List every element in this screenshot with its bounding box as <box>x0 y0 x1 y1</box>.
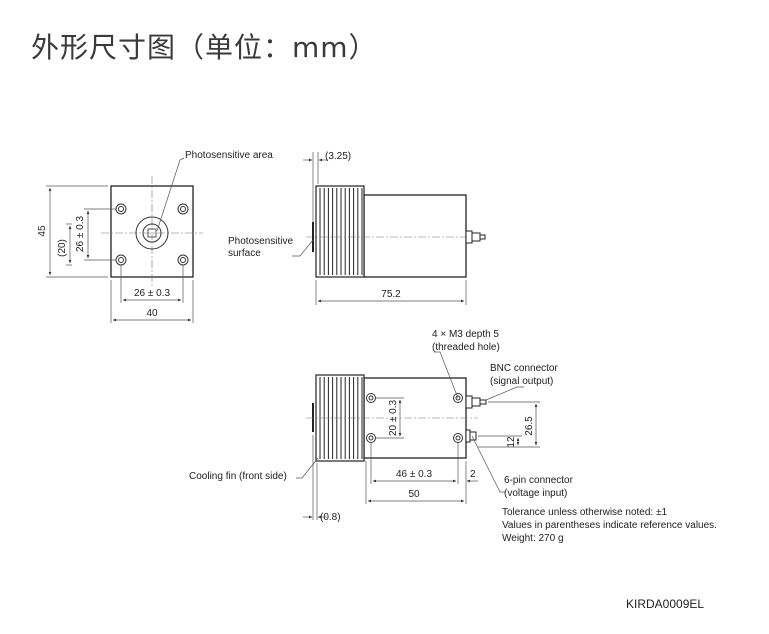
dim-fin-thickness: (0.8) <box>320 512 341 523</box>
note-reference: Values in parentheses indicate reference… <box>502 520 717 531</box>
side-body-outline <box>363 194 467 278</box>
window-outer <box>135 216 169 250</box>
window-inner <box>142 223 162 243</box>
dim-front-hole-horizontal: 26 ± 0.3 <box>134 288 171 299</box>
photosensitive-surface-label-2: surface <box>228 248 261 259</box>
dim-front-width: 40 <box>146 308 158 319</box>
dim-bottom-hole-horizontal: 46 ± 0.3 <box>396 469 433 480</box>
threaded-hole-label-1: 4 × M3 depth 5 <box>432 329 499 340</box>
page-title: 外形尺寸图（单位：mm） <box>31 31 378 64</box>
note-weight: Weight: 270 g <box>502 533 564 544</box>
dim-bottom-length: 50 <box>408 489 420 500</box>
bottom-6pin-connector <box>465 429 477 443</box>
note-tolerance: Tolerance unless otherwise noted: ±1 <box>502 507 667 518</box>
dim-connector-12: 12 <box>506 436 517 448</box>
photosensitive-area-mark <box>147 228 157 238</box>
side-view: Photosensitive surface (3.25) 75.2 <box>228 151 486 305</box>
dim-bottom-hole-vertical: 20 ± 0.3 <box>388 400 399 437</box>
dim-side-length: 75.2 <box>381 289 401 300</box>
side-bnc-connector <box>465 230 486 244</box>
photosensitive-surface-label-1: Photosensitive <box>228 236 293 247</box>
dim-front-height-ref: (20) <box>57 239 68 257</box>
notes: Tolerance unless otherwise noted: ±1 Val… <box>502 507 717 544</box>
6pin-connector-label-2: (voltage input) <box>504 488 567 499</box>
dim-connector-26-5: 26.5 <box>524 416 535 436</box>
photosensitive-area-label: Photosensitive area <box>185 150 273 161</box>
threaded-hole-label-2: (threaded hole) <box>432 342 500 353</box>
dim-bottom-offset: 2 <box>470 469 476 480</box>
bottom-view: 20 ± 0.3 46 ± 0.3 2 50 12 26.5 4 × M3 de… <box>189 329 574 523</box>
front-view: Photosensitive area 45 (20) 26 ± 0.3 26 … <box>37 150 273 323</box>
bnc-connector-label-2: (signal output) <box>490 376 553 387</box>
6pin-connector-label-1: 6-pin connector <box>504 475 574 486</box>
cooling-fin-label: Cooling fin (front side) <box>189 471 287 482</box>
dim-front-height: 45 <box>37 225 48 237</box>
dim-front-hole-vertical: 26 ± 0.3 <box>75 216 86 253</box>
side-heatsink-fins <box>315 185 365 278</box>
bottom-bnc-connector <box>465 395 487 409</box>
drawing-id: KIRDA0009EL <box>626 597 704 611</box>
dim-side-fin-ref: (3.25) <box>325 151 351 162</box>
bnc-connector-label-1: BNC connector <box>490 363 558 374</box>
